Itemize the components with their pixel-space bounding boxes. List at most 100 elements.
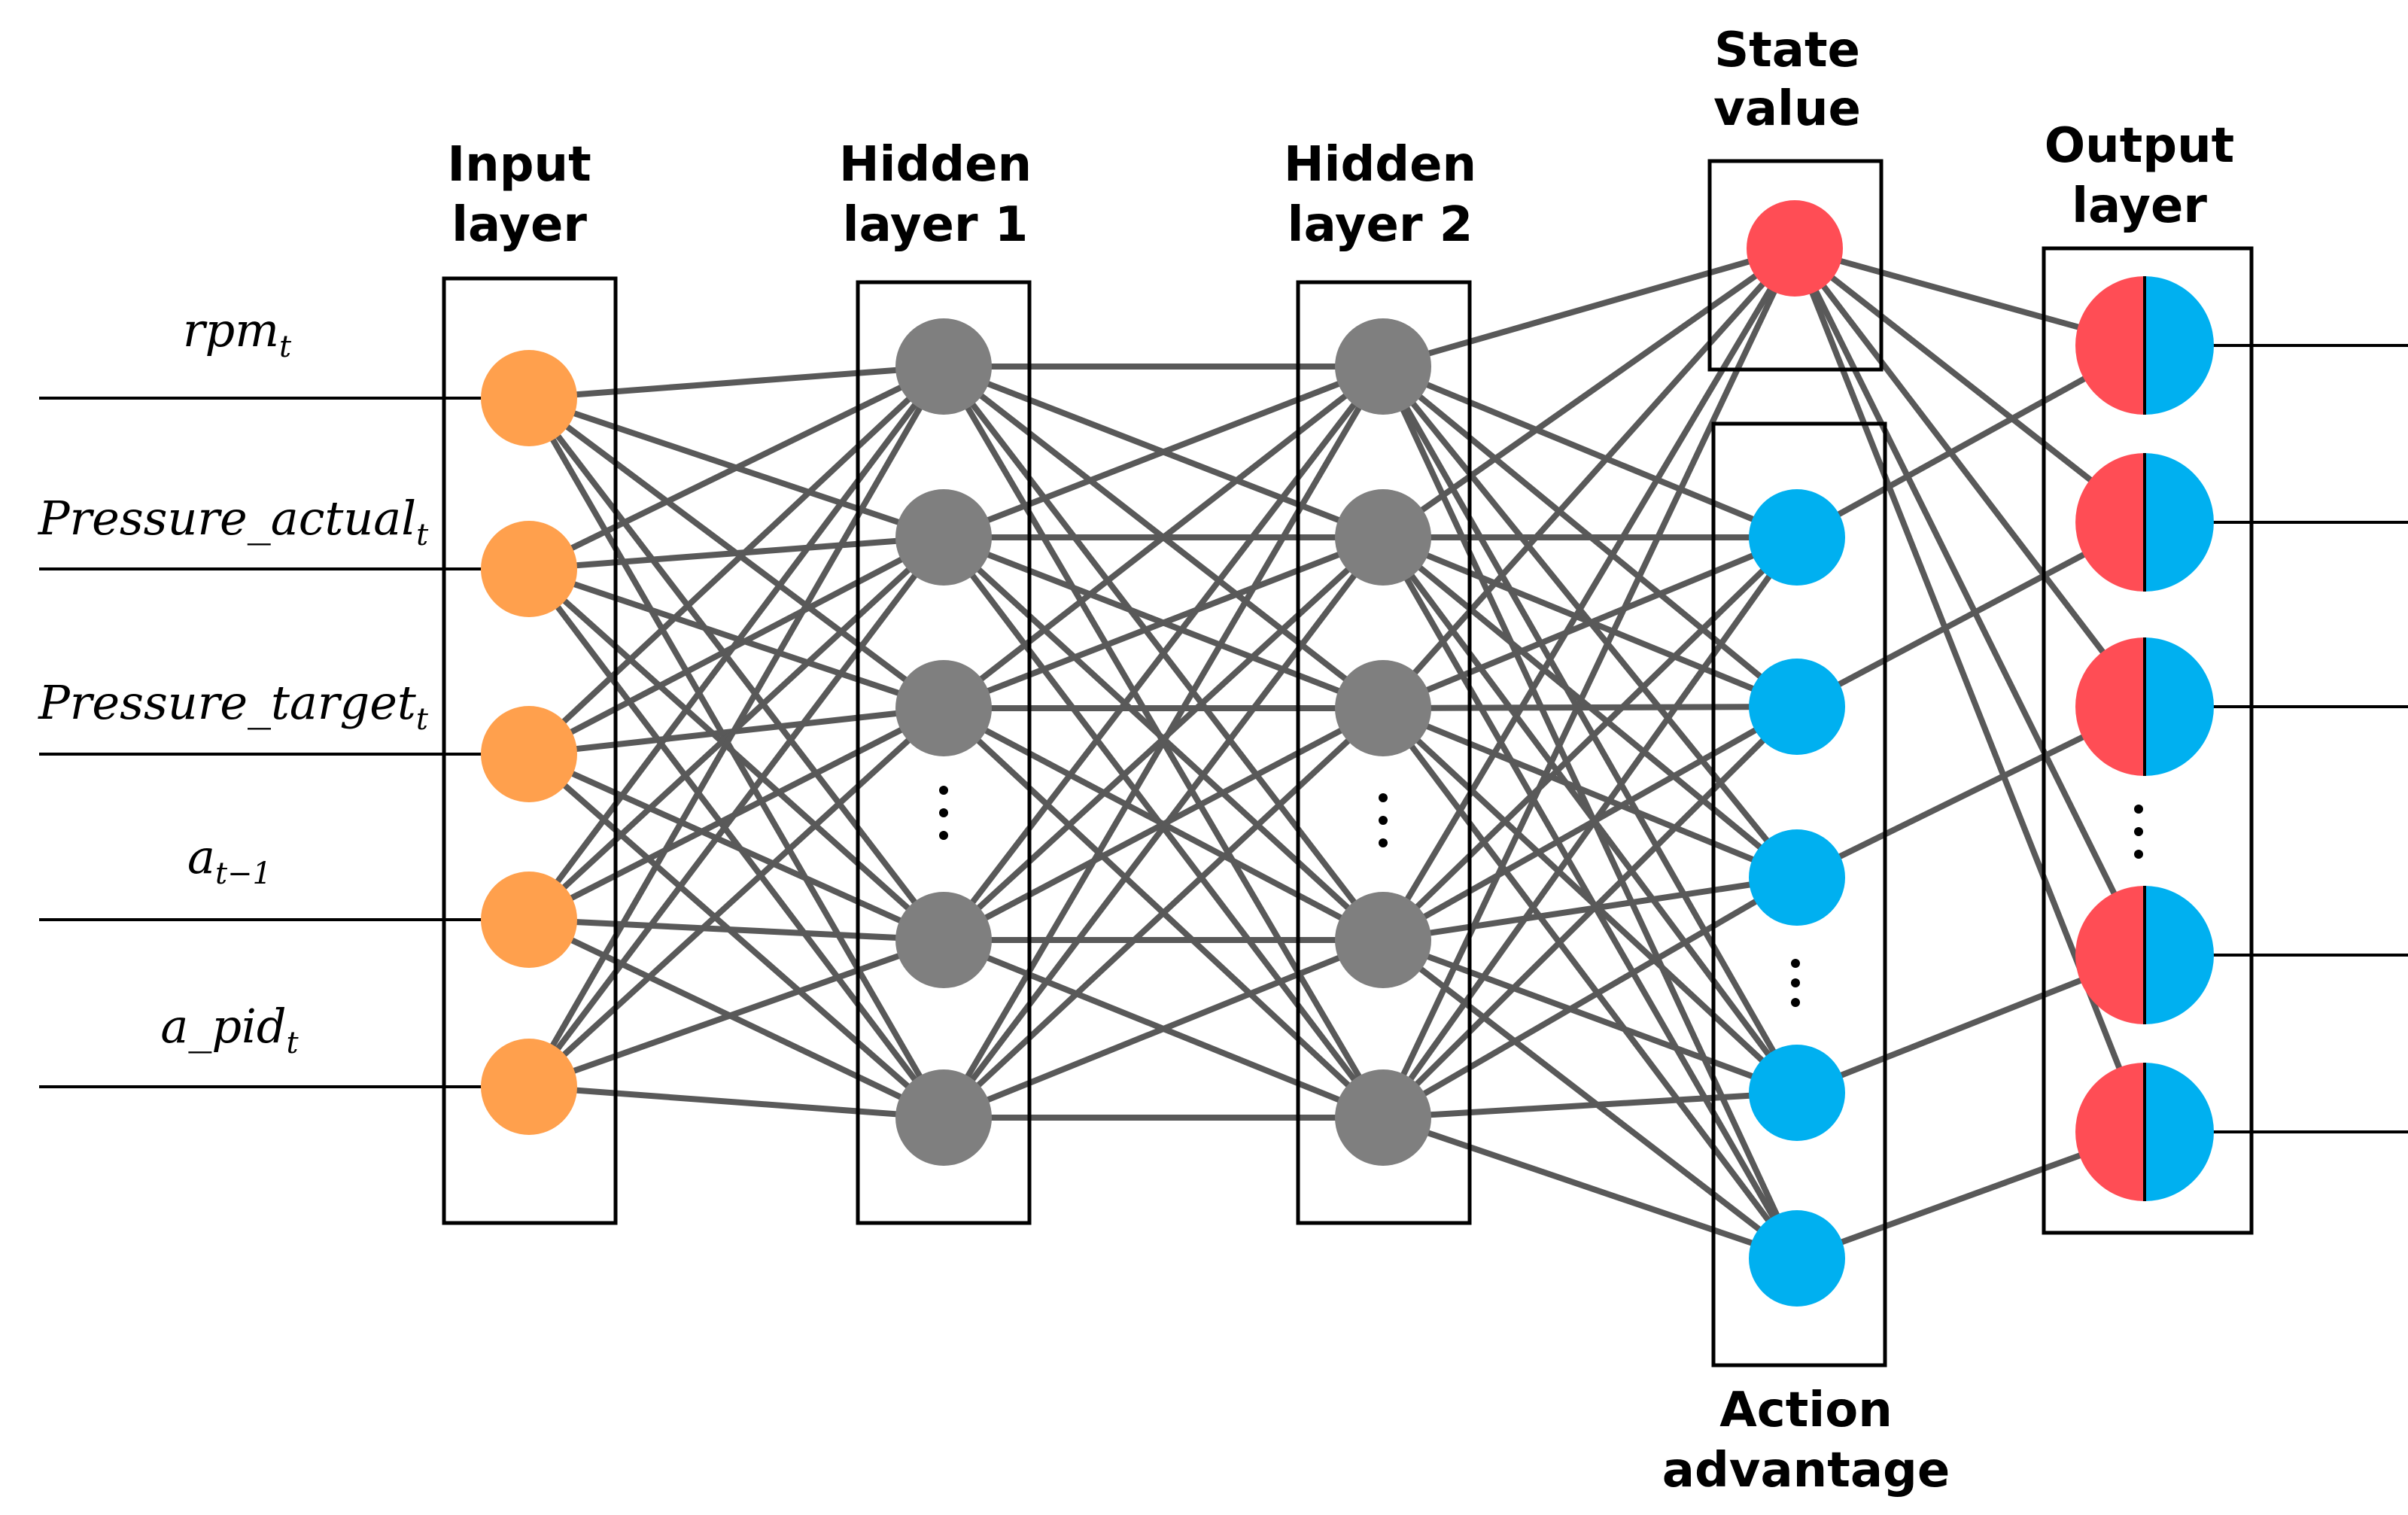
edge-15 <box>526 364 947 922</box>
output-node-1-right-half <box>2145 276 2214 415</box>
state-value-box <box>1707 159 1884 372</box>
input-label-pressure-actual-sub: t <box>416 518 429 552</box>
edge-6 <box>528 534 944 572</box>
edge-21 <box>526 535 947 1089</box>
edge-81 <box>1792 245 2147 525</box>
hidden-1-ellipsis <box>939 786 948 840</box>
edge-79 <box>1382 1115 1798 1261</box>
input-lines <box>39 397 482 1088</box>
output-node-1-left-half <box>2075 276 2145 415</box>
edge-70 <box>1381 535 1799 942</box>
edge-65 <box>1382 534 1798 711</box>
advantage-node-1 <box>1749 489 1845 586</box>
input-labels: rpmt Pressure_actualt Pressure_targett a… <box>38 303 429 1060</box>
output-node-5-left-half <box>2075 1063 2145 1201</box>
input-node-2 <box>481 521 577 617</box>
advantage-node-5 <box>1749 1210 1845 1307</box>
edge-76 <box>1381 704 1799 1120</box>
hidden-layer-1-title-2: layer 1 <box>843 197 1029 253</box>
output-node-3-right-half <box>2145 637 2214 776</box>
edge-3 <box>526 396 947 942</box>
edge-9 <box>526 567 947 1120</box>
output-node-4-right-half <box>2145 886 2214 1024</box>
edge-20 <box>526 365 947 1088</box>
edge-78 <box>1382 1090 1798 1121</box>
edge-14 <box>527 751 946 1121</box>
advantage-node-4 <box>1749 1045 1845 1141</box>
edge-18 <box>528 917 944 943</box>
edge-54 <box>1380 247 1798 1119</box>
edge-66 <box>1382 704 1798 711</box>
state-value-node <box>1747 200 1843 297</box>
advantage-node-2 <box>1749 659 1845 755</box>
edge-35 <box>941 364 1385 711</box>
input-label-a-prev-sub: t−1 <box>215 856 272 891</box>
edge-83 <box>1792 247 2148 957</box>
input-label-pressure-target-main: Pressure_target <box>38 675 416 730</box>
output-node-4-left-half <box>2075 886 2145 1024</box>
hidden-layer-1-title-1: Hidden <box>839 137 1032 193</box>
edge-30 <box>942 364 1385 540</box>
output-node-2-left-half <box>2075 453 2145 592</box>
hidden-layer-2-box <box>1296 280 1472 1225</box>
input-label-pressure-target-sub: t <box>416 702 429 737</box>
output-layer-title-2: layer <box>2072 178 2207 234</box>
edge-48 <box>942 937 1385 1121</box>
advantage-node-3 <box>1749 829 1845 926</box>
output-node-3 <box>2075 637 2214 776</box>
input-label-pressure-actual: Pressure_actualt <box>38 491 429 552</box>
edge-58 <box>1380 365 1800 1094</box>
edge-0 <box>528 364 944 401</box>
output-node-5-right-half <box>2145 1063 2214 1201</box>
edge-47 <box>941 706 1385 1120</box>
edge-69 <box>1380 706 1800 1261</box>
input-node-1 <box>481 350 577 446</box>
edge-5 <box>528 364 945 572</box>
input-label-a-prev: at−1 <box>187 829 272 891</box>
state-value-title-1: State <box>1714 23 1860 78</box>
hidden-layer-2-title-2: layer 2 <box>1288 197 1473 253</box>
hidden-2-node-2 <box>1335 489 1431 586</box>
hidden-1-node-5 <box>895 1069 992 1166</box>
edge-50 <box>1382 245 1796 370</box>
hidden-2-ellipsis <box>1379 793 1388 847</box>
edge-22 <box>527 706 946 1089</box>
action-advantage-title-1: Action <box>1719 1383 1893 1438</box>
edge-23 <box>528 937 945 1090</box>
edge-74 <box>1381 937 1799 1261</box>
input-label-a-pid: a_pidt <box>160 999 299 1060</box>
input-label-a-prev-main: a <box>187 829 215 884</box>
input-layer-title-2: layer <box>451 197 587 253</box>
action-advantage-box <box>1711 421 1887 1367</box>
edge-40 <box>941 364 1386 942</box>
edge-19 <box>528 917 945 1121</box>
edge-67 <box>1382 705 1798 881</box>
input-label-rpm: rpmt <box>183 303 292 364</box>
output-node-2-right-half <box>2145 453 2214 592</box>
edge-24 <box>528 1084 944 1121</box>
edge-63 <box>1380 535 1800 1095</box>
hidden-1-node-2 <box>895 489 992 586</box>
edge-8 <box>527 567 946 942</box>
output-layer-box <box>2042 246 2254 1235</box>
edge-13 <box>528 751 945 943</box>
output-layer-title-1: Output <box>2045 118 2235 174</box>
hidden-2-node-5 <box>1335 1069 1431 1166</box>
output-node-3-left-half <box>2075 637 2145 776</box>
input-label-a-pid-sub: t <box>287 1026 299 1060</box>
connection-edges <box>526 245 2148 1261</box>
ellipsis-dots <box>939 786 2143 1007</box>
hidden-1-node-3 <box>895 660 992 756</box>
edge-53 <box>1380 246 1798 942</box>
input-node-5 <box>481 1039 577 1135</box>
edge-10 <box>527 364 946 756</box>
edge-73 <box>1382 937 1798 1096</box>
edge-45 <box>941 364 1386 1120</box>
hidden-layer-2-title-1: Hidden <box>1284 137 1476 193</box>
edge-68 <box>1381 706 1799 1095</box>
edge-75 <box>1380 535 1800 1120</box>
output-node-4 <box>2075 886 2214 1024</box>
hidden-1-node-1 <box>895 318 992 415</box>
network-nodes <box>481 200 2214 1307</box>
